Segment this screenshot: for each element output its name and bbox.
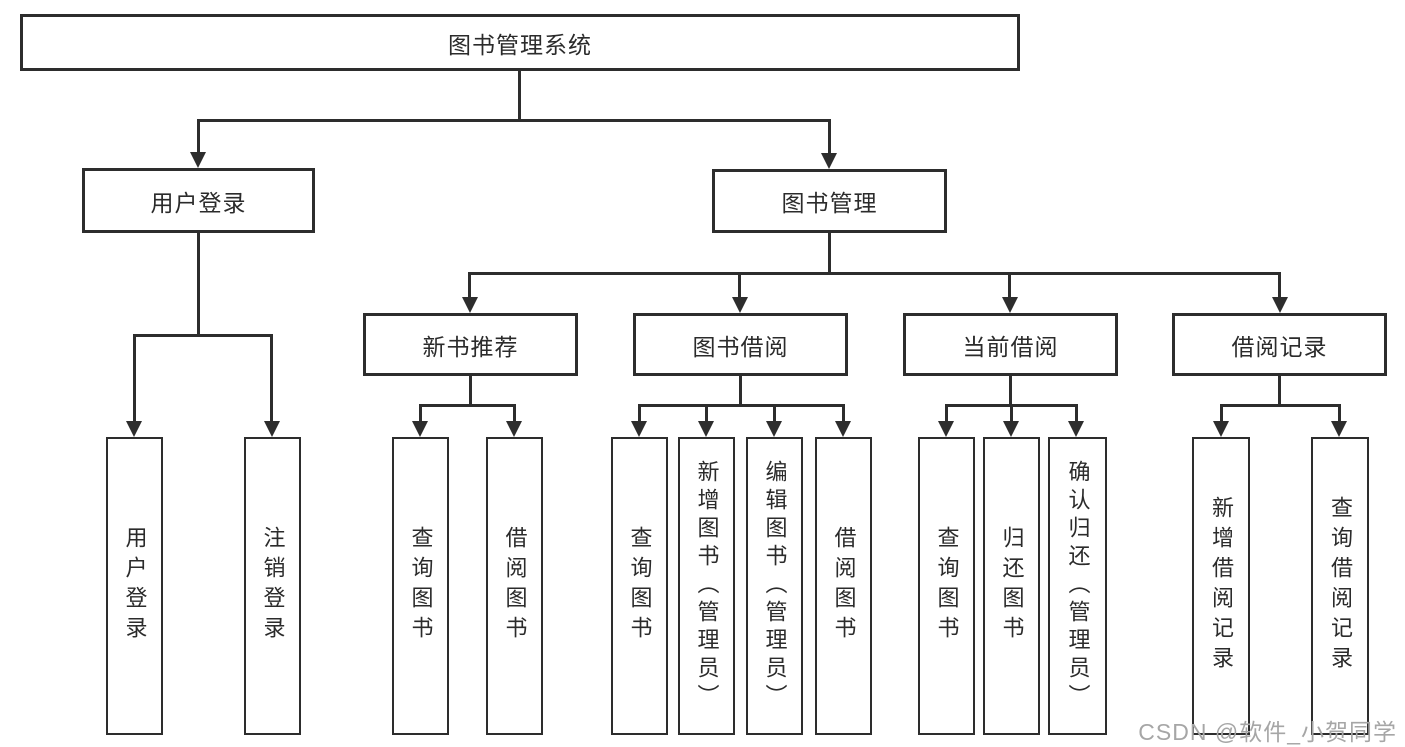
leaf-add-borrow-record: 新增借阅记录 <box>1192 437 1250 735</box>
connector-line <box>638 404 844 407</box>
connector-line <box>1220 404 1341 407</box>
leaf-query-books-recommend: 查询图书 <box>392 437 449 735</box>
node-borrowing-records: 借阅记录 <box>1172 313 1387 376</box>
connector-line <box>518 71 521 121</box>
leaf-borrow-books-recommend: 借阅图书 <box>486 437 543 735</box>
leaf-user-login: 用户登录 <box>106 437 163 735</box>
leaf-query-books-borrow: 查询图书 <box>611 437 668 735</box>
leaf-edit-books-admin: 编辑图书（管理员） <box>746 437 803 735</box>
leaf-confirm-return-admin: 确认归还（管理员） <box>1048 437 1107 735</box>
connector-line <box>197 233 200 337</box>
connector-line <box>468 272 471 298</box>
arrowhead-icon <box>1068 421 1084 437</box>
connector-line <box>1278 376 1281 407</box>
connector-line <box>828 119 831 153</box>
leaf-return-books: 归还图书 <box>983 437 1040 735</box>
connector-line <box>419 404 422 422</box>
connector-line <box>828 233 831 274</box>
arrowhead-icon <box>698 421 714 437</box>
connector-line <box>739 376 742 407</box>
csdn-watermark: CSDN @软件_小贺同学 <box>1138 719 1397 745</box>
connector-line <box>1220 404 1223 422</box>
node-library-system: 图书管理系统 <box>20 14 1020 71</box>
node-current-borrowing: 当前借阅 <box>903 313 1118 376</box>
connector-line <box>1010 404 1013 422</box>
connector-line <box>513 404 516 422</box>
arrowhead-icon <box>462 297 478 313</box>
node-new-book-recommendation: 新书推荐 <box>363 313 578 376</box>
connector-line <box>197 119 831 122</box>
arrowhead-icon <box>506 421 522 437</box>
connector-line <box>773 404 776 422</box>
connector-line <box>133 334 136 422</box>
connector-line <box>638 404 641 422</box>
connector-line <box>468 272 1281 275</box>
connector-line <box>945 404 948 422</box>
connector-line <box>419 404 515 407</box>
connector-line <box>197 119 200 153</box>
leaf-query-borrow-record: 查询借阅记录 <box>1311 437 1369 735</box>
arrowhead-icon <box>126 421 142 437</box>
arrowhead-icon <box>264 421 280 437</box>
connector-line <box>1008 272 1011 298</box>
arrowhead-icon <box>938 421 954 437</box>
leaf-logout: 注销登录 <box>244 437 301 735</box>
connector-line <box>705 404 708 422</box>
connector-line <box>1338 404 1341 422</box>
connector-line <box>1278 272 1281 298</box>
arrowhead-icon <box>1213 421 1229 437</box>
connector-line <box>738 272 741 298</box>
arrowhead-icon <box>1003 421 1019 437</box>
arrowhead-icon <box>1002 297 1018 313</box>
arrowhead-icon <box>835 421 851 437</box>
arrowhead-icon <box>412 421 428 437</box>
connector-line <box>1009 376 1012 407</box>
connector-line <box>842 404 845 422</box>
connector-line <box>270 334 273 422</box>
arrowhead-icon <box>1331 421 1347 437</box>
node-book-borrowing: 图书借阅 <box>633 313 848 376</box>
node-user-login: 用户登录 <box>82 168 315 233</box>
connector-line <box>133 334 273 337</box>
arrowhead-icon <box>821 153 837 169</box>
arrowhead-icon <box>190 152 206 168</box>
arrowhead-icon <box>766 421 782 437</box>
leaf-query-books-current: 查询图书 <box>918 437 975 735</box>
arrowhead-icon <box>631 421 647 437</box>
arrowhead-icon <box>1272 297 1288 313</box>
node-book-management: 图书管理 <box>712 169 947 233</box>
connector-line <box>469 376 472 407</box>
leaf-add-books-admin: 新增图书（管理员） <box>678 437 735 735</box>
connector-line <box>1075 404 1078 422</box>
leaf-borrow-books: 借阅图书 <box>815 437 872 735</box>
arrowhead-icon <box>732 297 748 313</box>
